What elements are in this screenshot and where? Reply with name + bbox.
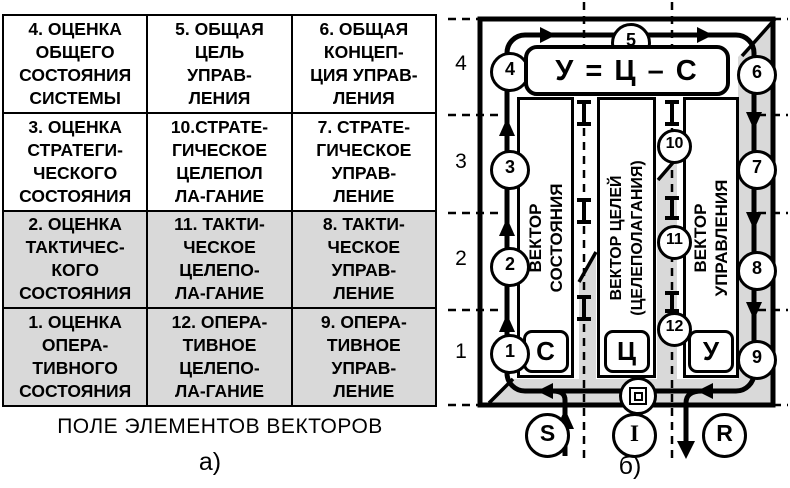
- node-6: 6: [737, 55, 777, 95]
- table-cell: 11. ТАКТИ- ЧЕСКОЕ ЦЕЛЕПО- ЛА-ГАНИЕ: [146, 209, 293, 310]
- scale-level-2: 2: [455, 247, 467, 270]
- break-marks: [577, 100, 679, 321]
- node-3: 3: [490, 150, 530, 190]
- figure-a-label: а): [198, 448, 222, 476]
- state-vector-title: ВЕКТОР СОСТОЯНИЯ: [525, 183, 566, 292]
- table-cell: 3. ОЦЕНКА СТРАТЕГИ- ЧЕСКОГО СОСТОЯНИЯ: [1, 111, 149, 212]
- figure-b-label: б): [618, 452, 642, 480]
- output-arrow: [677, 388, 703, 459]
- level-dashed-lines: [448, 17, 788, 407]
- node-7: 7: [737, 150, 777, 190]
- table-cell: 2. ОЦЕНКА ТАКТИЧЕС- КОГО СОСТОЯНИЯ: [1, 209, 149, 310]
- goals-vector-column: ВЕКТОР ЦЕЛЕЙ (ЦЕЛЕПОЛАГАНИЯ) Ц: [597, 97, 656, 378]
- state-vector-column: ВЕКТОР СОСТОЯНИЯ С: [517, 97, 574, 378]
- table-cell: 4. ОЦЕНКА ОБЩЕГО СОСТОЯНИЯ СИСТЕМЫ: [1, 14, 149, 114]
- goals-letter-box: Ц: [603, 330, 650, 373]
- formula-box: У = Ц – С: [524, 45, 730, 96]
- target-icon-inner-square: [633, 391, 643, 401]
- figure-b-vector-cycle-diagram: 4 3 2 1 5 У = Ц – С ВЕКТОР СОСТОЯНИЯ С В…: [440, 0, 790, 488]
- vector-elements-table: 4. ОЦЕНКА ОБЩЕГО СОСТОЯНИЯ СИСТЕМЫ 5. ОБ…: [1, 14, 438, 407]
- goals-vector-title: ВЕКТОР ЦЕЛЕЙ (ЦЕЛЕПОЛАГАНИЯ): [607, 159, 646, 316]
- table-cell: 7. СТРАТЕ- ГИЧЕСКОЕ УПРАВ- ЛЕНИЕ: [290, 111, 438, 212]
- node-8: 8: [737, 251, 777, 291]
- node-1: 1: [490, 334, 530, 374]
- input-s-badge: S: [525, 413, 570, 458]
- table-cell: 12. ОПЕРА- ТИВНОЕ ЦЕЛЕПО- ЛА-ГАНИЕ: [146, 307, 293, 407]
- scale-level-1: 1: [455, 340, 467, 363]
- table-caption: ПОЛЕ ЭЛЕМЕНТОВ ВЕКТОРОВ: [57, 415, 383, 438]
- node-9: 9: [737, 340, 777, 380]
- table-row: 2. ОЦЕНКА ТАКТИЧЕС- КОГО СОСТОЯНИЯ 11. Т…: [1, 209, 438, 310]
- scale-level-3: 3: [455, 150, 467, 173]
- table-row: 4. ОЦЕНКА ОБЩЕГО СОСТОЯНИЯ СИСТЕМЫ 5. ОБ…: [1, 14, 438, 114]
- control-vector-column: ВЕКТОР УПРАВЛЕНИЯ У: [683, 97, 739, 378]
- target-icon: [619, 377, 657, 415]
- flow-arrowheads: [499, 27, 762, 399]
- table-cell: 9. ОПЕРА- ТИВНОЕ УПРАВ- ЛЕНИЕ: [290, 307, 438, 407]
- node-4: 4: [490, 52, 530, 92]
- table-row: 1. ОЦЕНКА ОПЕРА- ТИВНОГО СОСТОЯНИЯ 12. О…: [1, 307, 438, 407]
- table-cell: 10.СТРАТЕ- ГИЧЕСКОЕ ЦЕЛЕПОЛ ЛА-ГАНИЕ: [146, 111, 293, 212]
- target-icon-outer-square: [629, 387, 647, 405]
- control-vector-title: ВЕКТОР УПРАВЛЕНИЯ: [691, 179, 731, 296]
- node-10: 10: [657, 129, 692, 164]
- node-2: 2: [490, 247, 530, 287]
- node-12: 12: [657, 312, 692, 347]
- table-cell: 6. ОБЩАЯ КОНЦЕП- ЦИЯ УПРАВ- ЛЕНИЯ: [290, 14, 438, 114]
- table-cell: 1. ОЦЕНКА ОПЕРА- ТИВНОГО СОСТОЯНИЯ: [1, 307, 149, 407]
- table-cell: 8. ТАКТИ- ЧЕСКОЕ УПРАВ- ЛЕНИЕ: [290, 209, 438, 310]
- result-r-badge: R: [702, 413, 747, 458]
- scale-level-4: 4: [455, 52, 467, 75]
- table-row: 3. ОЦЕНКА СТРАТЕГИ- ЧЕСКОГО СОСТОЯНИЯ 10…: [1, 111, 438, 212]
- control-letter-box: У: [688, 330, 734, 373]
- figure-a-field-of-vector-elements: 4. ОЦЕНКА ОБЩЕГО СОСТОЯНИЯ СИСТЕМЫ 5. ОБ…: [1, 14, 438, 476]
- information-i-badge: I: [612, 413, 657, 458]
- table-cell: 5. ОБЩАЯ ЦЕЛЬ УПРАВ- ЛЕНИЯ: [146, 14, 293, 114]
- node-11: 11: [657, 225, 692, 260]
